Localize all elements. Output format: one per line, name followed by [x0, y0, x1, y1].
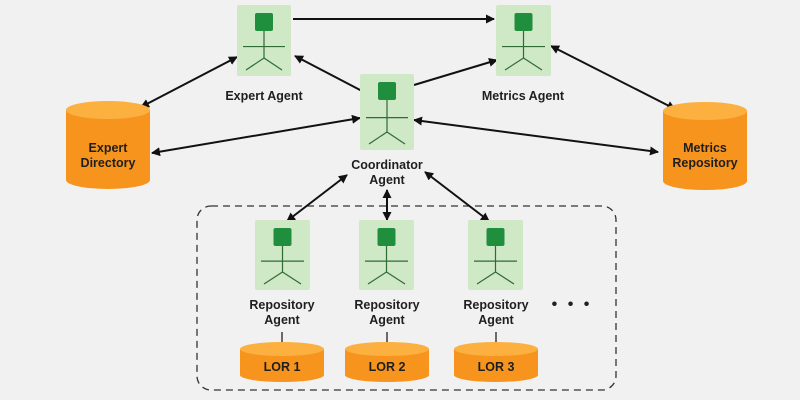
arrow-expert-agent-to-expert-directory	[140, 56, 238, 108]
lor-3-label: LOR 3	[478, 360, 515, 374]
database-cylinder-icon	[66, 101, 150, 189]
expert-directory-label: Directory	[81, 156, 136, 170]
lor-1-label: LOR 1	[264, 360, 301, 374]
database-lor-2	[345, 342, 429, 382]
repository-3-label: Agent	[478, 313, 514, 327]
repository-2-label: Agent	[369, 313, 405, 327]
arrow-metrics-agent-to-metrics-repository	[550, 45, 676, 110]
metrics-repository-label: Metrics	[683, 141, 727, 155]
arrow-coordinator-to-expert-directory	[151, 114, 361, 157]
repository-3-label: Repository	[463, 298, 528, 312]
metrics-repository-label: Repository	[672, 156, 737, 170]
arrow-coordinator-to-metrics-agent	[413, 57, 498, 86]
agent-coordinator	[360, 74, 414, 150]
agent-figure-icon	[365, 228, 408, 285]
repository-group-boundary	[196, 205, 617, 391]
agent-repository-3	[468, 220, 523, 290]
database-lor-1	[240, 342, 324, 382]
agent-figure-icon	[474, 228, 517, 285]
database-cylinder-icon	[663, 102, 747, 190]
database-cylinder-icon	[345, 342, 429, 382]
agent-figure-icon	[366, 82, 408, 145]
connectors	[140, 14, 676, 222]
expert-label: Expert Agent	[225, 89, 303, 103]
coordinator-label: Agent	[369, 173, 405, 187]
arrow-coordinator-to-repository-agent-1	[286, 174, 348, 222]
lor-2-label: LOR 2	[369, 360, 406, 374]
databases	[66, 101, 747, 382]
repository-1-label: Repository	[249, 298, 314, 312]
database-cylinder-icon	[240, 342, 324, 382]
agent-repository-2	[359, 220, 414, 290]
agent-figure-icon	[502, 13, 545, 71]
database-lor-3	[454, 342, 538, 382]
agent-repository-1	[255, 220, 310, 290]
agents	[237, 5, 551, 290]
arrow-coordinator-to-expert-agent	[294, 55, 363, 92]
agent-expert	[237, 5, 291, 76]
repository-2-label: Repository	[354, 298, 419, 312]
agent-metrics	[496, 5, 551, 76]
arrow-coordinator-to-repository-agent-3	[424, 171, 490, 222]
agent-figure-icon	[261, 228, 304, 285]
agent-figure-icon	[243, 13, 285, 71]
metrics-label: Metrics Agent	[482, 89, 565, 103]
arrow-coordinator-to-metrics-repository	[413, 116, 659, 156]
repository-1-label: Agent	[264, 313, 300, 327]
database-metrics-repository	[663, 102, 747, 190]
more-agents-ellipsis: • • •	[552, 296, 593, 313]
database-cylinder-icon	[454, 342, 538, 382]
database-expert-directory	[66, 101, 150, 189]
coordinator-label: Coordinator	[351, 158, 423, 172]
expert-directory-label: Expert	[89, 141, 129, 155]
